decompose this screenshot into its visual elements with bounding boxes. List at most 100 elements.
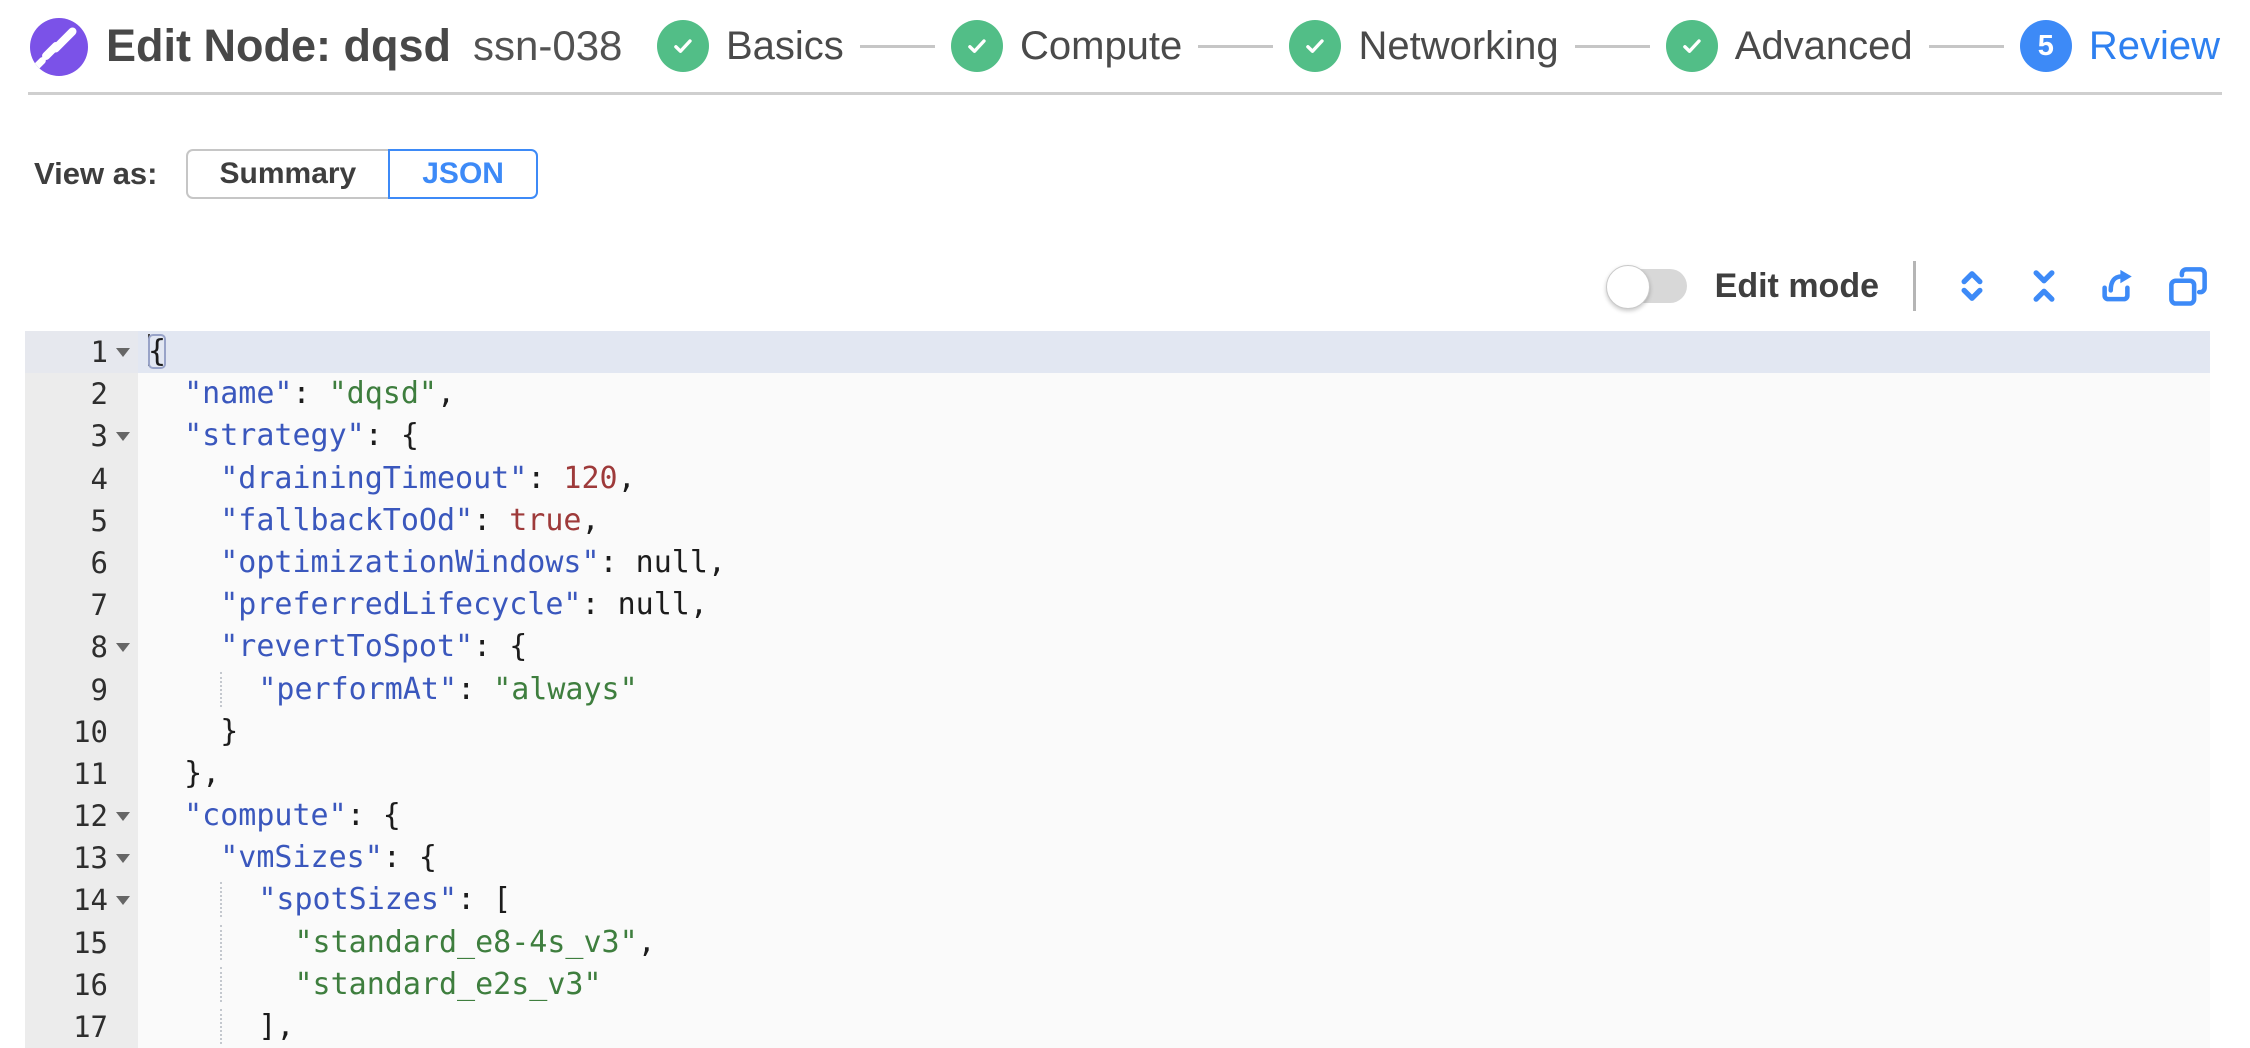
code-token[interactable]: : { [473, 629, 528, 665]
code-token[interactable]: : [ [457, 882, 512, 918]
line-number: 10 [73, 714, 108, 749]
collapse-all-button[interactable] [2022, 264, 2066, 308]
code-line[interactable]: 11 }, [25, 752, 2210, 796]
code-token[interactable]: { [148, 334, 167, 369]
fold-slot [108, 458, 138, 500]
edit-mode-toggle[interactable] [1605, 265, 1687, 309]
code-content[interactable]: "drainingTimeout": 120, [138, 458, 2210, 500]
code-content[interactable]: "revertToSpot": { [138, 626, 2210, 668]
code-token[interactable]: "fallbackToOd" [220, 502, 474, 538]
code-token[interactable]: "optimizationWindows" [220, 544, 600, 580]
code-content[interactable]: }, [138, 753, 2210, 795]
code-content[interactable]: "optimizationWindows": null, [138, 542, 2210, 584]
code-token[interactable]: : [527, 460, 564, 496]
code-content[interactable]: "vmSizes": { [138, 837, 2210, 879]
code-content[interactable]: "standard_e8-4s_v3", [138, 922, 2210, 964]
code-token[interactable]: : [581, 587, 618, 623]
code-token[interactable]: : [599, 544, 636, 580]
code-token[interactable]: , [617, 460, 636, 496]
code-token[interactable]: : [457, 671, 494, 707]
unfold-all-button[interactable] [1950, 264, 1994, 308]
code-token[interactable]: , [689, 587, 708, 623]
code-token[interactable]: "always" [493, 671, 638, 707]
code-line[interactable]: 8 "revertToSpot": { [25, 626, 2210, 669]
code-content[interactable]: { [138, 331, 2210, 374]
code-token[interactable]: : { [346, 798, 401, 834]
code-line[interactable]: 5 "fallbackToOd": true, [25, 499, 2210, 542]
code-token[interactable]: ], [258, 1009, 295, 1044]
code-content[interactable]: "standard_e2s_v3" [138, 964, 2210, 1006]
code-token[interactable]: "compute" [184, 798, 347, 834]
fold-arrow[interactable] [108, 626, 138, 668]
line-number: 7 [90, 588, 108, 623]
code-token[interactable]: }, [184, 755, 221, 791]
step-label: Basics [725, 23, 844, 68]
code-line[interactable]: 7 "preferredLifecycle": null, [25, 584, 2210, 627]
code-line[interactable]: 6 "optimizationWindows": null, [25, 541, 2210, 585]
code-token[interactable]: "preferredLifecycle" [220, 587, 582, 623]
code-token[interactable]: "strategy" [184, 418, 365, 454]
code-token[interactable]: "revertToSpot" [220, 629, 474, 665]
code-line[interactable]: 14 "spotSizes": [ [25, 879, 2210, 922]
code-content[interactable]: "preferredLifecycle": null, [138, 584, 2210, 626]
code-token[interactable]: , [637, 924, 656, 960]
code-token[interactable]: , [707, 544, 726, 580]
code-content[interactable]: "fallbackToOd": true, [138, 500, 2210, 542]
code-content[interactable]: ], [138, 1006, 2210, 1048]
code-token[interactable]: : { [364, 418, 419, 454]
indent-guide [220, 1009, 259, 1044]
code-line[interactable]: 16 "standard_e2s_v3" [25, 963, 2210, 1006]
fold-arrow[interactable] [108, 795, 138, 837]
code-line[interactable]: 9 "performAt": "always" [25, 668, 2210, 711]
code-token[interactable]: "standard_e2s_v3" [294, 966, 602, 1002]
fold-arrow[interactable] [108, 415, 138, 457]
view-as-summary-button[interactable]: Summary [185, 149, 389, 199]
code-content[interactable]: "compute": { [138, 795, 2210, 837]
code-token[interactable]: : [473, 502, 510, 538]
code-content[interactable]: "name": "dqsd", [138, 373, 2210, 415]
code-token[interactable]: "drainingTimeout" [220, 460, 528, 496]
export-button[interactable] [2094, 264, 2138, 308]
code-line[interactable]: 10 } [25, 710, 2210, 753]
view-as-json-button[interactable]: JSON [388, 149, 538, 199]
code-token[interactable]: "standard_e8-4s_v3" [294, 924, 638, 960]
fold-arrow[interactable] [108, 879, 138, 921]
code-token[interactable]: "vmSizes" [220, 840, 383, 876]
code-line[interactable]: 3 "strategy": { [25, 415, 2210, 458]
code-token[interactable]: "dqsd" [328, 376, 437, 412]
fold-arrow[interactable] [108, 837, 138, 879]
code-line[interactable]: 4 "drainingTimeout": 120, [25, 457, 2210, 500]
code-token[interactable]: , [437, 376, 456, 412]
step-networking[interactable]: Networking [1289, 20, 1559, 72]
code-token[interactable]: true [509, 502, 582, 538]
code-token[interactable]: null [635, 544, 708, 580]
view-as-label: View as: [34, 156, 158, 191]
fold-arrow[interactable] [108, 331, 138, 373]
code-line[interactable]: 2 "name": "dqsd", [25, 373, 2210, 416]
header-divider [28, 92, 2222, 95]
code-content[interactable]: "spotSizes": [ [138, 879, 2210, 921]
code-line[interactable]: 13 "vmSizes": { [25, 837, 2210, 880]
code-line[interactable]: 17 ], [25, 1006, 2210, 1048]
code-content[interactable]: } [138, 711, 2210, 753]
step-advanced[interactable]: Advanced [1665, 20, 1913, 72]
code-token[interactable]: "performAt" [258, 671, 458, 707]
code-token[interactable]: "spotSizes" [258, 882, 458, 918]
copy-button[interactable] [2166, 264, 2210, 308]
step-basics[interactable]: Basics [656, 20, 844, 72]
code-token[interactable]: } [220, 713, 239, 749]
code-token[interactable]: 120 [563, 460, 618, 496]
code-line[interactable]: 1{ [25, 331, 2210, 374]
code-line[interactable]: 15 "standard_e8-4s_v3", [25, 921, 2210, 964]
code-token[interactable]: , [581, 502, 600, 538]
code-line[interactable]: 12 "compute": { [25, 795, 2210, 838]
code-token[interactable]: null [617, 587, 690, 623]
json-editor[interactable]: 1{2 "name": "dqsd",3 "strategy": {4 "dra… [25, 331, 2210, 1048]
step-compute[interactable]: Compute [950, 20, 1182, 72]
code-content[interactable]: "strategy": { [138, 415, 2210, 457]
code-content[interactable]: "performAt": "always" [138, 669, 2210, 711]
code-token[interactable]: : { [382, 840, 437, 876]
code-token[interactable]: : [292, 376, 329, 412]
code-token[interactable]: "name" [184, 376, 293, 412]
